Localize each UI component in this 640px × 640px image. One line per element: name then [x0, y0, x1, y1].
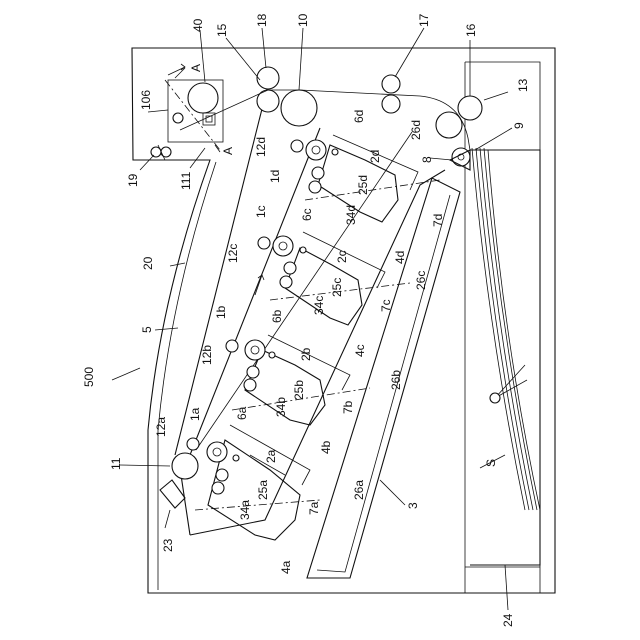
- label-6a: 6a: [235, 406, 249, 420]
- label-16: 16: [464, 23, 478, 37]
- label-18: 18: [255, 13, 269, 27]
- label-23: 23: [161, 538, 175, 552]
- label-13: 13: [516, 78, 530, 92]
- label-34c: 34c: [312, 296, 326, 315]
- paper-tray: [470, 148, 540, 565]
- label-7b: 7b: [341, 400, 355, 414]
- label-4c: 4c: [353, 344, 367, 357]
- label-2d: 2d: [368, 150, 382, 163]
- label-25c: 25c: [330, 278, 344, 297]
- label-4b: 4b: [319, 440, 333, 454]
- label-5: 5: [140, 326, 154, 333]
- label-10: 10: [296, 13, 310, 27]
- label-15: 15: [215, 23, 229, 37]
- label-25b: 25b: [292, 380, 306, 400]
- label-6d: 6d: [352, 110, 366, 123]
- label-500: 500: [82, 367, 96, 387]
- label-8: 8: [420, 156, 434, 163]
- label-24: 24: [501, 613, 515, 627]
- label-12b: 12b: [200, 345, 214, 365]
- label-11: 11: [109, 457, 123, 470]
- label-106: 106: [139, 90, 153, 110]
- label-A-top: A: [189, 64, 203, 72]
- label-9: 9: [512, 122, 526, 129]
- label-26c: 26c: [414, 271, 428, 290]
- label-1a: 1a: [188, 407, 202, 421]
- label-25d: 25d: [356, 175, 370, 195]
- label-7d: 7d: [431, 214, 445, 227]
- label-2b: 2b: [299, 347, 313, 361]
- label-6b: 6b: [270, 309, 284, 323]
- lower-frame: [307, 178, 460, 578]
- label-34d: 34d: [344, 205, 358, 225]
- label-17: 17: [417, 13, 431, 27]
- label-S: S: [484, 459, 498, 467]
- label-4a: 4a: [279, 560, 293, 574]
- label-3: 3: [406, 502, 420, 509]
- label-7c: 7c: [379, 299, 393, 312]
- label-4d: 4d: [393, 251, 407, 264]
- label-34a: 34a: [238, 500, 252, 520]
- label-1b: 1b: [214, 305, 228, 319]
- label-7a: 7a: [307, 501, 321, 515]
- label-1c: 1c: [254, 205, 268, 218]
- label-19: 19: [126, 173, 140, 187]
- label-40: 40: [191, 18, 205, 32]
- label-2a: 2a: [264, 449, 278, 463]
- label-6c: 6c: [300, 208, 314, 221]
- label-20: 20: [141, 256, 155, 270]
- label-26d: 26d: [409, 120, 423, 140]
- label-12d: 12d: [254, 137, 268, 157]
- label-2c: 2c: [335, 250, 349, 263]
- label-12c: 12c: [226, 244, 240, 263]
- label-A-bottom: A: [221, 147, 235, 155]
- label-25a: 25a: [256, 480, 270, 500]
- label-26a: 26a: [352, 480, 366, 500]
- label-111: 111: [179, 171, 193, 190]
- label-1d: 1d: [268, 170, 282, 183]
- label-34b: 34b: [274, 397, 288, 417]
- label-12a: 12a: [154, 417, 168, 437]
- label-26b: 26b: [389, 370, 403, 390]
- fixing-unit: [165, 68, 223, 152]
